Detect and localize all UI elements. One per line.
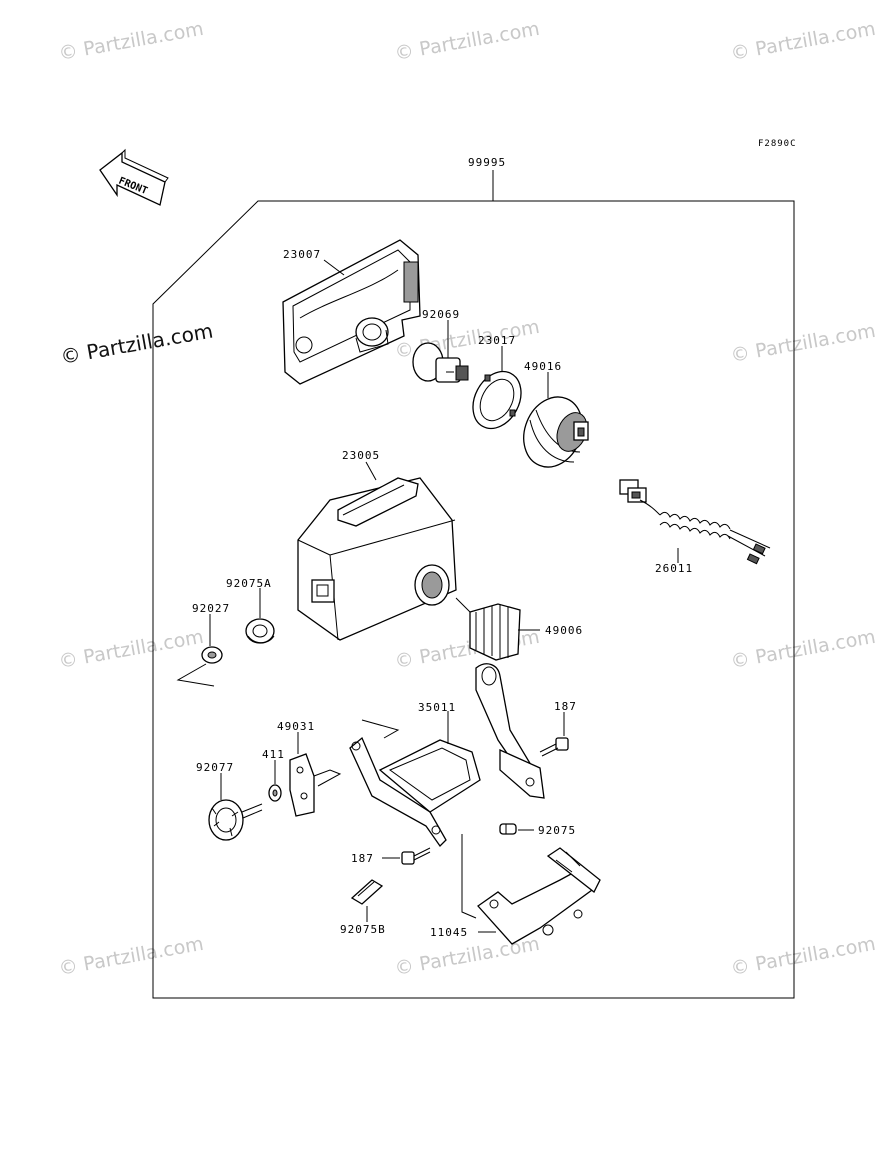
bulb-drawing xyxy=(412,342,469,383)
nut-drawing xyxy=(268,784,282,802)
label-35011: 35011 xyxy=(418,701,456,714)
wire-harness-drawing xyxy=(619,479,771,565)
washer-drawing xyxy=(201,646,223,664)
watermark: © Partzilla.com xyxy=(57,933,205,980)
watermark: © Partzilla.com xyxy=(393,18,541,65)
headlight-lens-drawing xyxy=(282,239,421,385)
label-23017: 23017 xyxy=(478,334,516,347)
label-99995: 99995 xyxy=(468,156,506,169)
label-92075b: 92075B xyxy=(340,923,386,936)
reference-line xyxy=(361,719,400,739)
label-49006: 49006 xyxy=(545,624,583,637)
bolt-upper-drawing xyxy=(539,737,569,757)
clamp-plate-drawing xyxy=(289,753,342,817)
grommet-a-drawing xyxy=(245,618,275,644)
label-92075a: 92075A xyxy=(226,577,272,590)
leader-23007 xyxy=(323,259,345,276)
front-arrow-icon: FRONT xyxy=(99,148,169,206)
leader-23005 xyxy=(365,461,377,481)
label-187-upper: 187 xyxy=(554,700,577,713)
diagram-code: F2890C xyxy=(758,139,797,149)
socket-boot-drawing xyxy=(523,396,589,468)
label-23007: 23007 xyxy=(283,248,321,261)
mounting-bracket-drawing xyxy=(349,663,545,848)
leader-11045-upper xyxy=(461,834,477,919)
watermark: © Partzilla.com xyxy=(57,626,205,673)
label-187-lower: 187 xyxy=(351,852,374,865)
knob-drawing xyxy=(208,799,263,841)
headlight-housing-drawing xyxy=(297,477,457,641)
watermark: © Partzilla.com xyxy=(729,320,877,367)
label-23005: 23005 xyxy=(342,449,380,462)
watermark: © Partzilla.com xyxy=(729,933,877,980)
watermark: © Partzilla.com xyxy=(729,18,877,65)
assembly-outline xyxy=(152,200,795,999)
label-92069: 92069 xyxy=(422,308,460,321)
retaining-ring-drawing xyxy=(472,370,522,430)
lower-bracket-drawing xyxy=(477,847,601,945)
label-92077: 92077 xyxy=(196,761,234,774)
watermark: © Partzilla.com xyxy=(729,626,877,673)
label-26011: 26011 xyxy=(655,562,693,575)
label-49031: 49031 xyxy=(277,720,315,733)
label-92027: 92027 xyxy=(192,602,230,615)
bolt-lower-drawing xyxy=(401,847,431,865)
label-11045: 11045 xyxy=(430,926,468,939)
label-49016: 49016 xyxy=(524,360,562,373)
reference-line xyxy=(176,663,215,687)
watermark-prominent: © Partzilla.com xyxy=(59,318,215,368)
label-92075: 92075 xyxy=(538,824,576,837)
grommet-small-drawing xyxy=(499,823,517,835)
rubber-boot-drawing xyxy=(455,597,521,661)
watermark: © Partzilla.com xyxy=(57,18,205,65)
clip-drawing xyxy=(350,879,384,905)
label-411: 411 xyxy=(262,748,285,761)
